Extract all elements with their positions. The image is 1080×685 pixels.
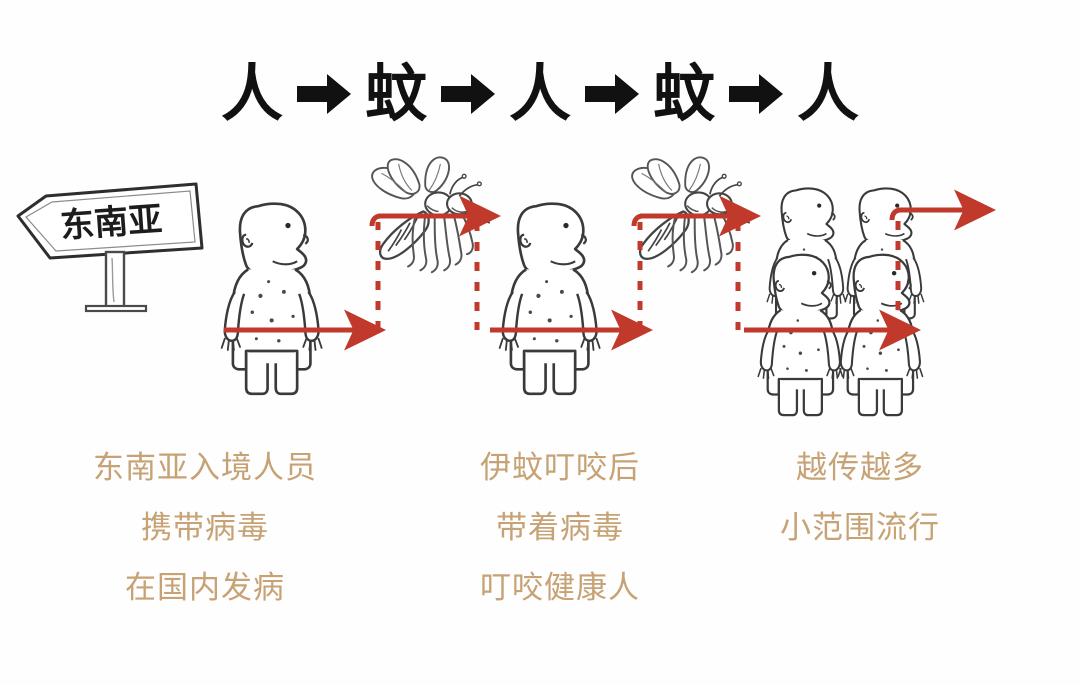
title-word-person-2: 人 — [508, 57, 571, 130]
path-corner-5 — [889, 207, 902, 221]
figure-infected-traveler — [220, 202, 323, 396]
signpost-southeast-asia: 东南亚 — [16, 182, 204, 313]
caption-line: 在国内发病 — [125, 570, 285, 606]
page-title: 人 蚊 人 蚊 人 — [0, 52, 1080, 136]
caption-line: 叮咬健康人 — [480, 570, 640, 606]
path-corner-3 — [631, 213, 644, 227]
title-arrow-icon-2 — [440, 74, 495, 114]
caption-traveler: 东南亚入境人员 携带病毒 在国内发病 — [40, 438, 370, 618]
title-word-mosquito-2: 蚊 — [653, 57, 716, 130]
caption-outbreak: 越传越多 小范围流行 — [700, 438, 1020, 558]
path-corner-2 — [469, 213, 482, 227]
title-arrow-icon-1 — [296, 74, 351, 114]
caption-line: 携带病毒 — [141, 510, 269, 546]
title-arrow-icon-4 — [729, 74, 784, 114]
caption-line: 带着病毒 — [496, 510, 624, 546]
caption-line: 越传越多 — [796, 450, 924, 486]
caption-line: 伊蚊叮咬后 — [480, 450, 640, 486]
title-arrow-icon-3 — [585, 74, 639, 114]
transmission-path — [224, 189, 996, 351]
transmission-scene: 东南亚 — [0, 140, 1080, 430]
signpost-label: 东南亚 — [59, 200, 164, 247]
path-corner-4 — [729, 213, 742, 227]
caption-group: 东南亚入境人员 携带病毒 在国内发病 伊蚊叮咬后 带着病毒 叮咬健康人 越传越多… — [0, 438, 1080, 638]
caption-line: 东南亚入境人员 — [93, 450, 317, 486]
caption-line: 小范围流行 — [780, 510, 940, 546]
figure-infected-local — [498, 202, 601, 396]
title-word-person-1: 人 — [220, 57, 283, 130]
path-corner-1 — [369, 213, 382, 227]
title-word-mosquito-1: 蚊 — [364, 57, 427, 130]
title-word-person-3: 人 — [797, 57, 860, 130]
caption-mosquito-bite: 伊蚊叮咬后 带着病毒 叮咬健康人 — [400, 438, 720, 618]
